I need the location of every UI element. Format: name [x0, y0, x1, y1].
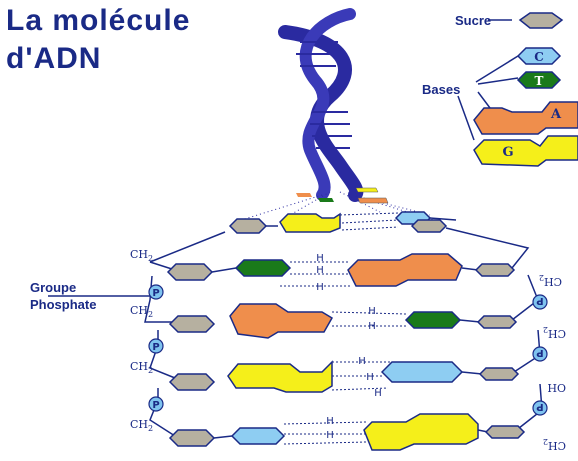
hydrogen-bond [283, 421, 367, 425]
phosphate-group-label-line-2: Phosphate [30, 297, 97, 312]
hydrogen-label: H [368, 321, 376, 332]
legend-cytosine-shape [516, 47, 562, 65]
legend-sucre-pentagon [518, 12, 564, 29]
helix-strand-2 [299, 8, 356, 201]
legend-adenine-shape [473, 101, 578, 135]
ch2-label: CH2 [130, 248, 153, 263]
phosphate-group-label-line-1: Groupe [30, 280, 77, 295]
hydrogen-bond [341, 219, 399, 224]
backbone-link [459, 319, 481, 323]
ch2-label: CH2 [130, 360, 153, 375]
pair-row-2: H H [168, 303, 518, 339]
legend-thymine-letter: T [535, 74, 544, 88]
thymine-base [404, 311, 462, 329]
hydrogen-label: H [316, 282, 324, 293]
projection-line [351, 194, 431, 216]
double-helix [234, 8, 441, 223]
hydrogen-bond [331, 311, 407, 315]
ch2-label-inverted: CH2 [543, 437, 566, 452]
ch2-label: CH2 [130, 418, 153, 433]
page-title-line-1: La molécule [6, 4, 191, 37]
adenine-base [347, 253, 463, 287]
legend-bases-pointer [477, 77, 519, 85]
hydrogen-bond [341, 226, 399, 231]
ch2-label-inverted: CH2 [543, 325, 566, 340]
legend-guanine-letter: G [502, 145, 513, 160]
phosphate-left: P [148, 396, 164, 412]
hydrogen-label: H [326, 416, 334, 427]
ch2-label: CH2 [130, 304, 153, 319]
pair-row-1: H H H [166, 253, 516, 293]
sugar-pentagon [168, 429, 216, 447]
sugar-pentagon [228, 218, 268, 234]
phosphate-right: P [532, 294, 548, 310]
sugar-pentagon [168, 373, 216, 391]
phosphate-right: P [532, 346, 548, 362]
pair-row-4: H H [168, 413, 526, 451]
backbone-link [211, 267, 237, 273]
legend-bases-pointer [477, 91, 491, 109]
phosphate-right: P [532, 400, 548, 416]
adenine-base [229, 303, 334, 339]
legend-bases-pointer [475, 55, 519, 83]
backbone-link [429, 217, 457, 221]
hydrogen-label: H [368, 306, 376, 317]
svg-text:P: P [152, 400, 159, 411]
cone-base-bit [357, 197, 389, 204]
thymine-base [234, 259, 292, 277]
pair-row-3: H H H [168, 356, 520, 399]
hydrogen-label: H [366, 372, 374, 383]
cytosine-base [230, 427, 286, 445]
hydrogen-label: H [316, 265, 324, 276]
backbone-link [213, 435, 233, 439]
svg-text:P: P [152, 288, 159, 299]
sugar-pentagon [478, 367, 520, 381]
phosphate-left: P [148, 338, 164, 354]
guanine-base [227, 360, 333, 393]
hydrogen-label: H [316, 253, 324, 264]
hydrogen-label: H [358, 356, 366, 367]
page-title-line-2: d'ADN [6, 42, 102, 75]
phosphate-left: P [148, 284, 164, 300]
hydrogen-bond [339, 212, 399, 216]
left-backbone [48, 231, 226, 437]
hydrogen-bond [331, 387, 389, 391]
cone-base-bit [318, 198, 334, 202]
sugar-pentagon [166, 263, 214, 281]
legend-adenine-letter: A [550, 107, 562, 122]
right-backbone [445, 227, 543, 433]
hydrogen-label: H [374, 388, 382, 399]
sugar-pentagon [476, 315, 518, 329]
cytosine-base [380, 361, 464, 383]
sugar-pentagon [484, 425, 526, 439]
legend-cytosine-letter: C [534, 50, 544, 64]
sugar-pentagon [410, 219, 448, 233]
hydrogen-label: H [326, 430, 334, 441]
projection-line [354, 195, 441, 223]
sugar-pentagon [168, 315, 216, 333]
pair-row-top [228, 211, 457, 234]
guanine-base [363, 413, 479, 451]
legend-bases-label: Bases [422, 82, 461, 97]
legend-sucre-label: Sucre [455, 13, 492, 28]
guanine-base [279, 212, 341, 233]
cone-base-bit [355, 187, 379, 193]
svg-text:P: P [536, 401, 543, 412]
legend-bases-pointer [457, 95, 475, 141]
cone-base-bit [296, 193, 312, 197]
legend-thymine-shape [516, 71, 562, 89]
backbone-link [461, 371, 483, 375]
svg-text:P: P [536, 347, 543, 358]
hydrogen-bond [283, 441, 367, 445]
oh-label-inverted: OH [547, 381, 566, 394]
sugar-pentagon [474, 263, 516, 277]
legend: C T A G [457, 12, 578, 167]
legend-guanine-shape [473, 135, 578, 167]
ch2-label-inverted: CH2 [539, 273, 562, 288]
svg-text:P: P [152, 342, 159, 353]
svg-text:P: P [536, 295, 543, 306]
